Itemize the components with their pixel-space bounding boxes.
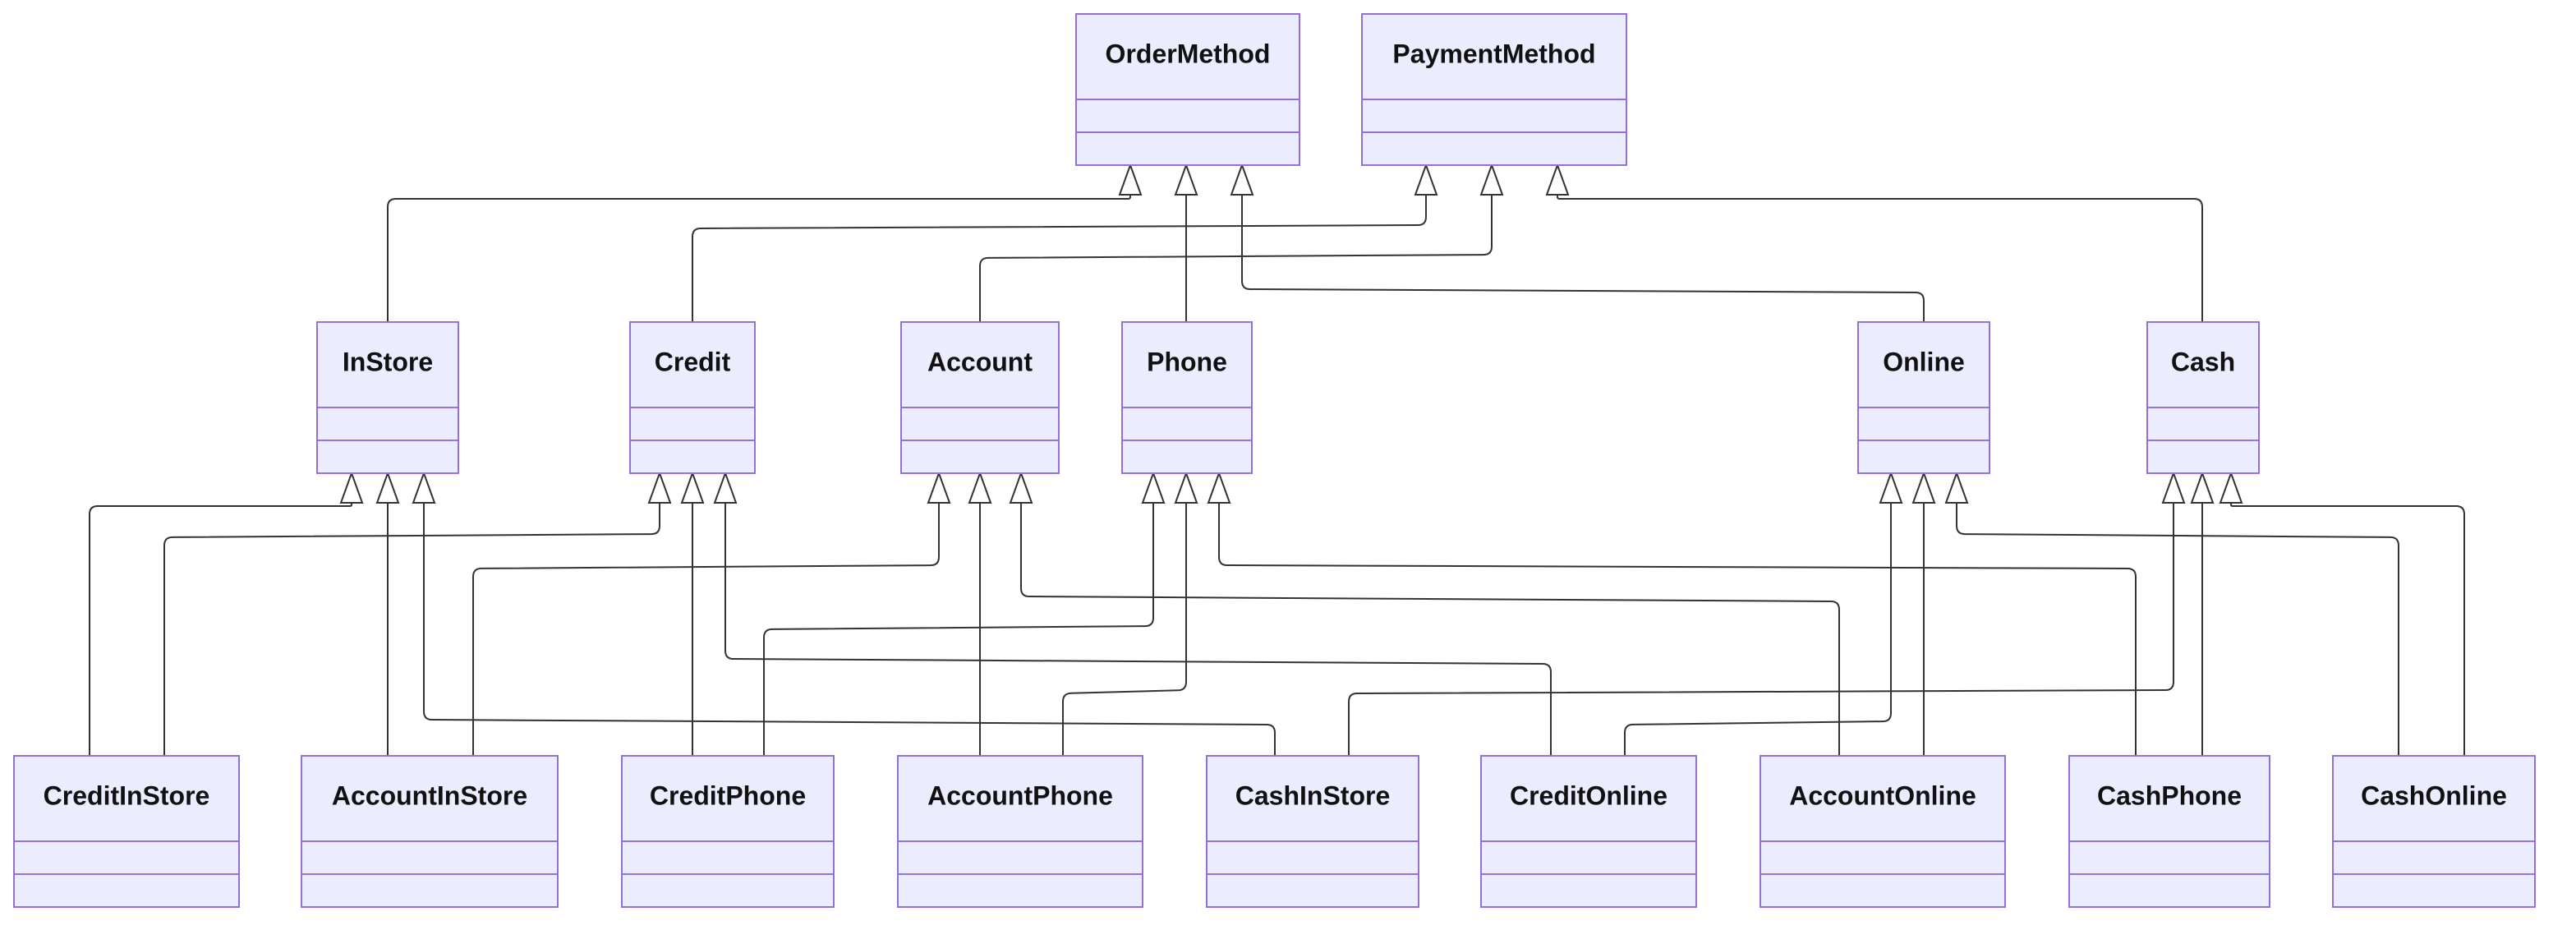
class-box-in-store[interactable]: InStore [316,321,459,474]
inheritance-arrowhead-account-to-payment-method [1479,163,1504,196]
inheritance-arrowheads [339,163,2243,504]
class-box-frame [1121,321,1253,474]
class-name: CashOnline [2361,780,2507,810]
class-box-frame [1075,13,1300,166]
inheritance-arrowhead-account-phone-to-account [968,471,992,504]
inheritance-edge-account-phone-to-phone [1062,503,1187,756]
inheritance-edge-cash-in-store-to-cash [1348,503,2174,756]
class-box-frame [1857,321,1990,474]
class-box-credit-online[interactable]: CreditOnline [1480,755,1697,908]
class-box-frame [621,755,835,908]
inheritance-arrowhead-account-in-store-to-in-store [375,471,400,504]
class-box-frame [13,755,240,908]
class-name: AccountInStore [332,780,527,810]
inheritance-arrowhead-credit-phone-to-credit [680,471,705,504]
inheritance-edge-cash-online-to-online [1956,503,2399,756]
inheritance-arrowhead-phone-to-order-method [1174,163,1198,196]
class-box-frame [1760,755,2006,908]
class-name: OrderMethod [1106,39,1271,68]
class-box-payment-method[interactable]: PaymentMethod [1361,13,1627,166]
inheritance-arrowhead-account-phone-to-phone [1174,471,1198,504]
inheritance-edge-credit-to-payment-method [692,195,1427,322]
inheritance-arrowhead-credit-in-store-to-credit [647,471,672,504]
inheritance-arrowhead-credit-in-store-to-in-store [339,471,364,504]
class-box-account-in-store[interactable]: AccountInStore [301,755,559,908]
class-name: AccountOnline [1789,780,1976,810]
class-name: Account [927,347,1033,376]
inheritance-arrowhead-cash-online-to-online [1944,471,1969,504]
inheritance-edge-cash-in-store-to-in-store [423,503,1276,756]
inheritance-edge-account-online-to-account [1020,503,1840,756]
class-box-order-method[interactable]: OrderMethod [1075,13,1300,166]
class-name: CashInStore [1235,780,1390,810]
class-box-frame [897,755,1143,908]
inheritance-edge-account-to-payment-method [979,195,1493,322]
class-name: AccountPhone [927,780,1113,810]
class-name: CreditOnline [1510,780,1668,810]
inheritance-edge-cash-to-payment-method [1557,195,2203,322]
inheritance-arrowhead-cash-to-payment-method [1545,163,1570,196]
inheritance-arrowhead-credit-phone-to-phone [1141,471,1166,504]
inheritance-arrowhead-credit-online-to-online [1879,471,1903,504]
class-box-cash-online[interactable]: CashOnline [2332,755,2536,908]
inheritance-arrowhead-cash-in-store-to-in-store [412,471,436,504]
class-box-frame [1361,13,1627,166]
inheritance-edge-in-store-to-order-method [387,195,1131,322]
class-name: CreditPhone [650,780,806,810]
class-box-credit-in-store[interactable]: CreditInStore [13,755,240,908]
inheritance-arrowhead-in-store-to-order-method [1118,163,1143,196]
inheritance-edge-cash-online-to-cash [2230,503,2465,756]
inheritance-arrowhead-cash-in-store-to-cash [2161,471,2186,504]
inheritance-edges [89,195,2465,756]
class-box-frame [301,755,559,908]
inheritance-arrowhead-account-online-to-account [1009,471,1033,504]
class-box-frame [1480,755,1697,908]
class-name: InStore [343,347,433,376]
class-box-frame [2332,755,2536,908]
class-box-account-online[interactable]: AccountOnline [1760,755,2006,908]
inheritance-arrowhead-cash-online-to-cash [2219,471,2243,504]
class-box-frame [900,321,1060,474]
class-name: CreditInStore [44,780,210,810]
class-name: Phone [1147,347,1227,376]
class-box-phone[interactable]: Phone [1121,321,1253,474]
class-box-frame [629,321,756,474]
class-box-cash[interactable]: Cash [2146,321,2260,474]
class-name: Online [1883,347,1965,376]
class-box-cash-in-store[interactable]: CashInStore [1206,755,1419,908]
inheritance-arrowhead-cash-phone-to-cash [2190,471,2215,504]
inheritance-edge-credit-online-to-online [1624,503,1892,756]
class-box-credit-phone[interactable]: CreditPhone [621,755,835,908]
inheritance-arrowhead-online-to-order-method [1230,163,1254,196]
class-name: CashPhone [2097,780,2242,810]
inheritance-edge-online-to-order-method [1241,195,1925,322]
class-box-online[interactable]: Online [1857,321,1990,474]
inheritance-arrowhead-credit-to-payment-method [1414,163,1438,196]
class-box-cash-phone[interactable]: CashPhone [2068,755,2270,908]
class-name: Credit [655,347,731,376]
inheritance-arrowhead-cash-phone-to-phone [1207,471,1231,504]
inheritance-edge-cash-phone-to-phone [1218,503,2137,756]
class-box-account-phone[interactable]: AccountPhone [897,755,1143,908]
class-box-frame [2146,321,2260,474]
class-box-credit[interactable]: Credit [629,321,756,474]
class-name: Cash [2171,347,2235,376]
inheritance-edge-credit-in-store-to-in-store [89,503,352,756]
inheritance-edge-account-in-store-to-account [472,503,940,756]
inheritance-arrowhead-credit-online-to-credit [713,471,738,504]
class-name: PaymentMethod [1392,39,1595,68]
class-box-frame [1206,755,1419,908]
inheritance-edge-credit-online-to-credit [724,503,1552,756]
class-box-frame [2068,755,2270,908]
class-box-frame [316,321,459,474]
inheritance-arrowhead-account-in-store-to-account [927,471,951,504]
inheritance-arrowhead-account-online-to-online [1911,471,1936,504]
class-box-account[interactable]: Account [900,321,1060,474]
inheritance-edge-credit-phone-to-phone [763,503,1154,756]
inheritance-edge-credit-in-store-to-credit [163,503,660,756]
